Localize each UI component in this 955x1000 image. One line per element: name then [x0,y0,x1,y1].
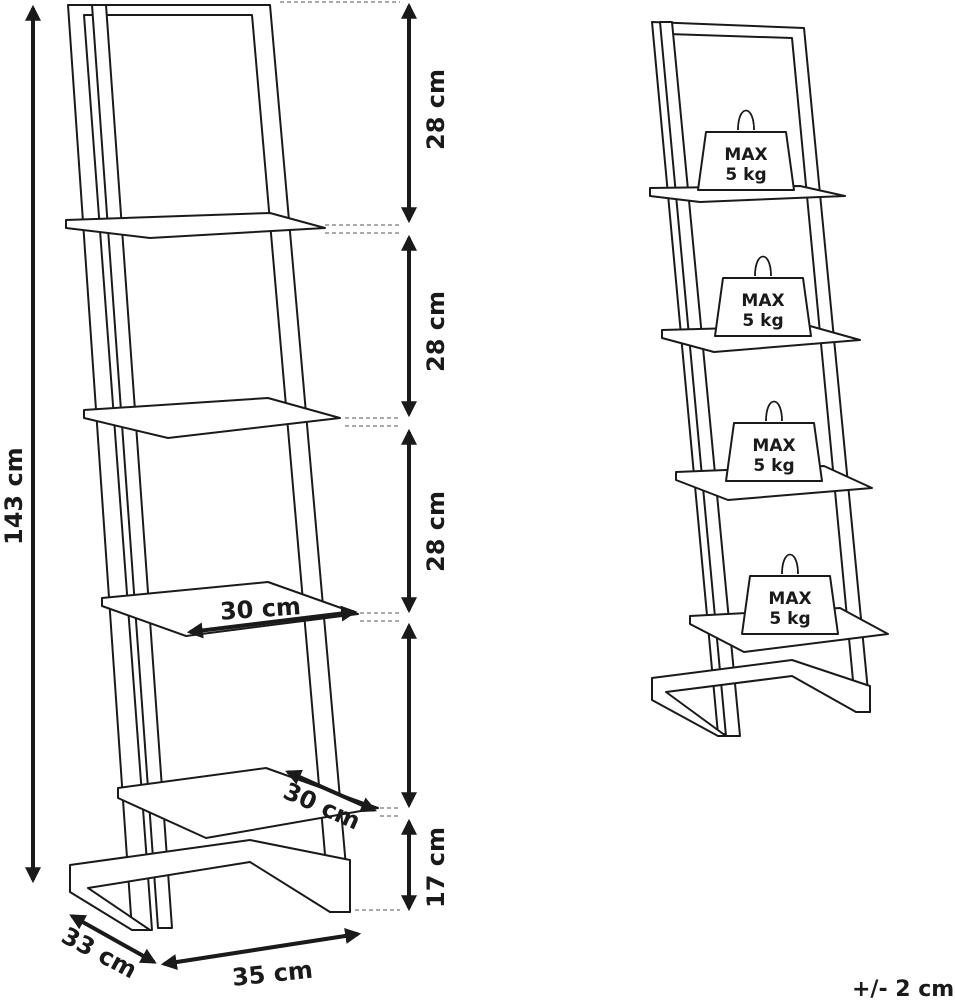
shelf-gap-3-label: 28 cm [422,491,450,572]
weight-1-kg: 5 kg [725,165,766,185]
weight-2-max: MAX [741,291,784,311]
shelf-gap-1-label: 28 cm [422,69,450,150]
weight-3-max: MAX [752,436,795,456]
base-width-label: 35 cm [231,956,314,992]
weight-1: MAX 5 kg [697,109,795,191]
weight-2: MAX 5 kg [714,255,812,337]
total-height-label: 143 cm [0,447,28,545]
weight-4: MAX 5 kg [741,553,839,635]
shelf-2 [83,397,341,439]
weight-4-max: MAX [768,589,811,609]
weight-1-max: MAX [724,145,767,165]
bottom-gap-label: 17 cm [422,827,450,908]
weight-4-kg: 5 kg [769,609,810,629]
load-base [651,659,871,737]
tolerance-note: +/- 2 cm [852,977,954,1000]
weight-2-kg: 5 kg [742,311,783,331]
shelf-width-label: 30 cm [219,592,302,626]
total-height-dimension: 143 cm [0,4,41,884]
shelf-1 [65,212,326,239]
extension-lines [280,1,400,911]
shelf-size-dimensions: 30 cm 30 cm [186,592,377,836]
weight-3: MAX 5 kg [725,400,823,482]
base-dimensions: 33 cm 35 cm [57,914,362,992]
shelf-gap-2-label: 28 cm [422,291,450,372]
shelf-gap-dimensions: 28 cm 28 cm 28 cm 17 cm [401,2,450,912]
front-leg [91,4,173,929]
base-frame [69,839,351,931]
weight-3-kg: 5 kg [753,456,794,476]
